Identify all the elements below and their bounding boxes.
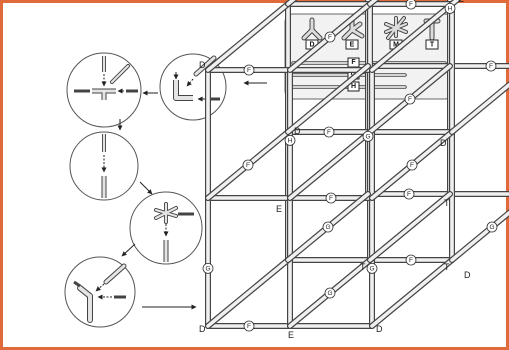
pole-callout-label: F (246, 162, 250, 169)
pole-callout-circle (243, 64, 255, 76)
pole-h-icon: H (291, 81, 407, 92)
pole-callout-circle (404, 93, 416, 105)
connector-callout-label: D (464, 270, 471, 280)
connector-m-label: M (393, 42, 399, 49)
pole-callout-label: G (365, 133, 370, 140)
pole-callout-label: G (369, 265, 374, 272)
connector-d-icon: D (301, 17, 323, 50)
pole-callout-circle (444, 2, 456, 14)
pole-callout-circle (362, 130, 374, 142)
pole-callout-circle (405, 254, 417, 266)
connector-callout-label: E (276, 0, 282, 2)
connector-e-icon: E (341, 17, 365, 50)
connector-t-label: T (430, 42, 435, 49)
pole-callout-circle (324, 287, 336, 299)
pole-callout-label: F (328, 34, 332, 41)
pole-callout-label: H (448, 5, 453, 12)
arrow-step3-to-step4 (139, 181, 153, 195)
assembled-frame-labels: FFFFFFFFFGFFGFFGFFGHGGHGDEDDDDEMEEDEDETT… (199, 0, 498, 340)
pole-callout-circle (403, 188, 415, 200)
pole-callout-circle (202, 262, 214, 274)
pole-callout-label: F (329, 195, 333, 202)
pole-callout-label: F (327, 129, 331, 136)
connector-d-label: D (309, 42, 314, 49)
frame-pole-depth (206, 258, 290, 328)
step-2-detail-circle (66, 52, 142, 128)
connector-callout-label: T (444, 198, 450, 208)
connector-callout-label: D (199, 60, 206, 70)
pole-callout-label: F (407, 191, 411, 198)
frame-pole-depth (370, 2, 454, 72)
connector-callout-label: T (444, 262, 450, 272)
connector-callout-label: E (276, 204, 282, 214)
pole-callout-label: F (247, 323, 251, 330)
pole-callout-label: G (205, 265, 210, 272)
pole-callout-circle (405, 0, 417, 10)
frame-pole-depth (368, 192, 452, 262)
pole-callout-circle (323, 126, 335, 138)
frame-pole-depth (450, 82, 509, 134)
frame-pole-depth (449, 209, 509, 263)
connector-e-label: E (350, 42, 355, 49)
connector-callout-label: D (440, 138, 447, 148)
pole-callout-circle (366, 262, 378, 274)
pole-callout-label: F (408, 96, 412, 103)
pole-callout-circle (242, 159, 254, 171)
pole-callout-label: F (409, 257, 413, 264)
pole-h-label: H (351, 83, 356, 90)
pole-callout-circle (486, 221, 498, 233)
pole-callout-label: F (489, 63, 493, 70)
pole-f-label: F (351, 59, 356, 66)
frame-pole-depth (370, 258, 454, 328)
pole-callout-label: H (288, 137, 293, 144)
arrow-step4-to-step5 (121, 243, 136, 257)
frame-pole-depth (449, 81, 509, 135)
pole-callout-label: F (247, 67, 251, 74)
pole-callout-label: F (410, 162, 414, 169)
connector-callout-label: D (376, 324, 383, 334)
pole-callout-circle (284, 134, 296, 146)
step-5-detail-circle (64, 256, 136, 328)
connector-callout-label: D (199, 324, 206, 334)
pole-callout-circle (485, 60, 497, 72)
pole-callout-circle (322, 221, 334, 233)
pole-callout-label: G (489, 224, 494, 231)
step-3-detail-circle (69, 131, 139, 201)
step-4-detail-circle (129, 191, 203, 265)
pole-callout-circle (243, 320, 255, 332)
connector-callout-label: T (360, 262, 366, 272)
pole-callout-circle (324, 31, 336, 43)
pole-callout-label: G (325, 224, 330, 231)
connector-callout-label: E (288, 330, 294, 340)
pole-callout-label: G (327, 290, 332, 297)
connector-m-icon: M (384, 16, 408, 50)
pole-callout-circle (325, 192, 337, 204)
frame-pole-depth (206, 2, 290, 72)
connector-callout-label: D (294, 126, 301, 136)
connector-callout-label: E (458, 0, 464, 4)
pole-callout-label: F (409, 1, 413, 8)
frame-pole-depth (288, 130, 372, 200)
frame-pole-depth (286, 64, 370, 134)
pole-callout-circle (406, 159, 418, 171)
assembled-frame (205, 0, 509, 329)
